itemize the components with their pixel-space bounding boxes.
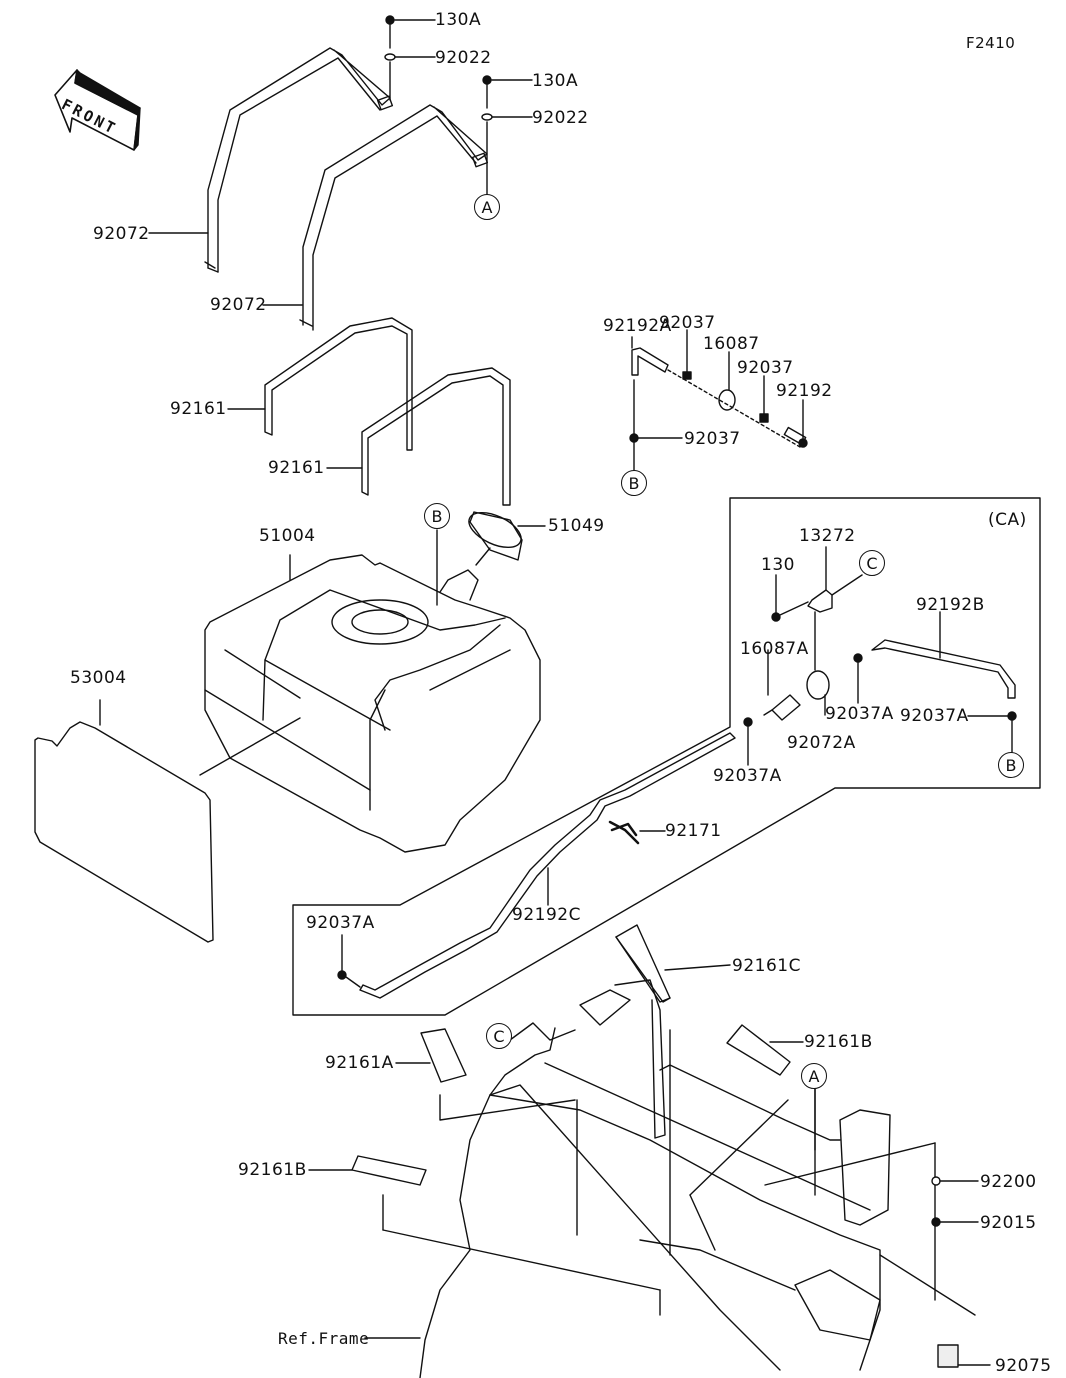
- part-label-92192c[interactable]: 92192C: [512, 905, 581, 925]
- fuel-hose-assembly: [629, 329, 808, 471]
- part-label-92161-left[interactable]: 92161: [170, 399, 227, 419]
- ref-marker-a-top: A: [474, 194, 500, 220]
- washer-92022-1: [384, 53, 436, 101]
- part-label-130a-1[interactable]: 130A: [435, 10, 482, 30]
- frame-reference-label[interactable]: Ref.Frame: [278, 1329, 370, 1348]
- front-arrow-icon: [54, 69, 141, 151]
- part-label-92022-2[interactable]: 92022: [532, 108, 589, 128]
- band-pad-right: [361, 367, 511, 506]
- part-label-92022-1[interactable]: 92022: [435, 48, 492, 68]
- frame-pad-c: [615, 924, 731, 1003]
- figure-code: F2410: [966, 34, 1016, 52]
- ref-marker-c-ca: C: [859, 550, 885, 576]
- fuel-tank-band-left: [204, 47, 394, 273]
- hose-clip: [608, 820, 666, 845]
- part-label-51004[interactable]: 51004: [259, 526, 316, 546]
- part-label-92037a-2[interactable]: 92037A: [900, 706, 969, 726]
- part-label-92072-left[interactable]: 92072: [93, 224, 150, 244]
- ca-parts: [743, 546, 1017, 766]
- part-label-92161b-right[interactable]: 92161B: [804, 1032, 873, 1052]
- ref-marker-b-filter: B: [621, 470, 647, 496]
- part-label-92075[interactable]: 92075: [995, 1356, 1052, 1376]
- band-pad-left: [264, 317, 413, 451]
- part-label-92072-right[interactable]: 92072: [210, 295, 267, 315]
- frame-pad-b-right: [726, 1024, 804, 1076]
- part-label-92200[interactable]: 92200: [980, 1172, 1037, 1192]
- fuel-cap: [468, 511, 546, 566]
- bolt-130a-2: [482, 75, 533, 109]
- ca-variant-box: [292, 497, 1041, 1016]
- part-label-92037-1[interactable]: 92037: [659, 313, 716, 333]
- frame-pad-a: [395, 1028, 467, 1083]
- frame-pad-b-left: [308, 1155, 427, 1186]
- fuel-tank: [199, 529, 541, 853]
- ref-marker-c-frame: C: [486, 1023, 512, 1049]
- part-label-92161b-left[interactable]: 92161B: [238, 1160, 307, 1180]
- part-label-92192[interactable]: 92192: [776, 381, 833, 401]
- part-label-92037-3[interactable]: 92037: [684, 429, 741, 449]
- ref-marker-b-tank: B: [424, 503, 450, 529]
- vehicle-frame: [364, 979, 976, 1378]
- fuel-tank-band-right: [299, 104, 489, 331]
- part-label-92015[interactable]: 92015: [980, 1213, 1037, 1233]
- part-label-92161-right[interactable]: 92161: [268, 458, 325, 478]
- frame-hardware: [509, 1022, 991, 1368]
- fuel-hose-c: [337, 732, 736, 999]
- part-label-51049[interactable]: 51049: [548, 516, 605, 536]
- part-label-92161a[interactable]: 92161A: [325, 1053, 394, 1073]
- part-label-92037a-3[interactable]: 92037A: [713, 766, 782, 786]
- part-label-92192b[interactable]: 92192B: [916, 595, 985, 615]
- washer-92022-2: [481, 113, 533, 195]
- part-label-92037a-4[interactable]: 92037A: [306, 913, 375, 933]
- part-label-92171[interactable]: 92171: [665, 821, 722, 841]
- part-label-92037a-1[interactable]: 92037A: [825, 704, 894, 724]
- part-label-130[interactable]: 130: [761, 555, 795, 575]
- tank-guard-panel: [34, 699, 214, 943]
- bolt-130a-1: [385, 15, 436, 49]
- ca-variant-label: (CA): [988, 510, 1027, 530]
- part-label-92037-2[interactable]: 92037: [737, 358, 794, 378]
- part-label-130a-2[interactable]: 130A: [532, 71, 579, 91]
- part-label-13272[interactable]: 13272: [799, 526, 856, 546]
- ref-marker-a-frame: A: [801, 1063, 827, 1089]
- part-label-53004[interactable]: 53004: [70, 668, 127, 688]
- part-label-92161c[interactable]: 92161C: [732, 956, 801, 976]
- ref-marker-b-ca: B: [998, 752, 1024, 778]
- part-label-92072a[interactable]: 92072A: [787, 733, 856, 753]
- part-label-16087[interactable]: 16087: [703, 334, 760, 354]
- part-label-16087a[interactable]: 16087A: [740, 639, 809, 659]
- part-label-92192a[interactable]: 92192A: [603, 316, 672, 336]
